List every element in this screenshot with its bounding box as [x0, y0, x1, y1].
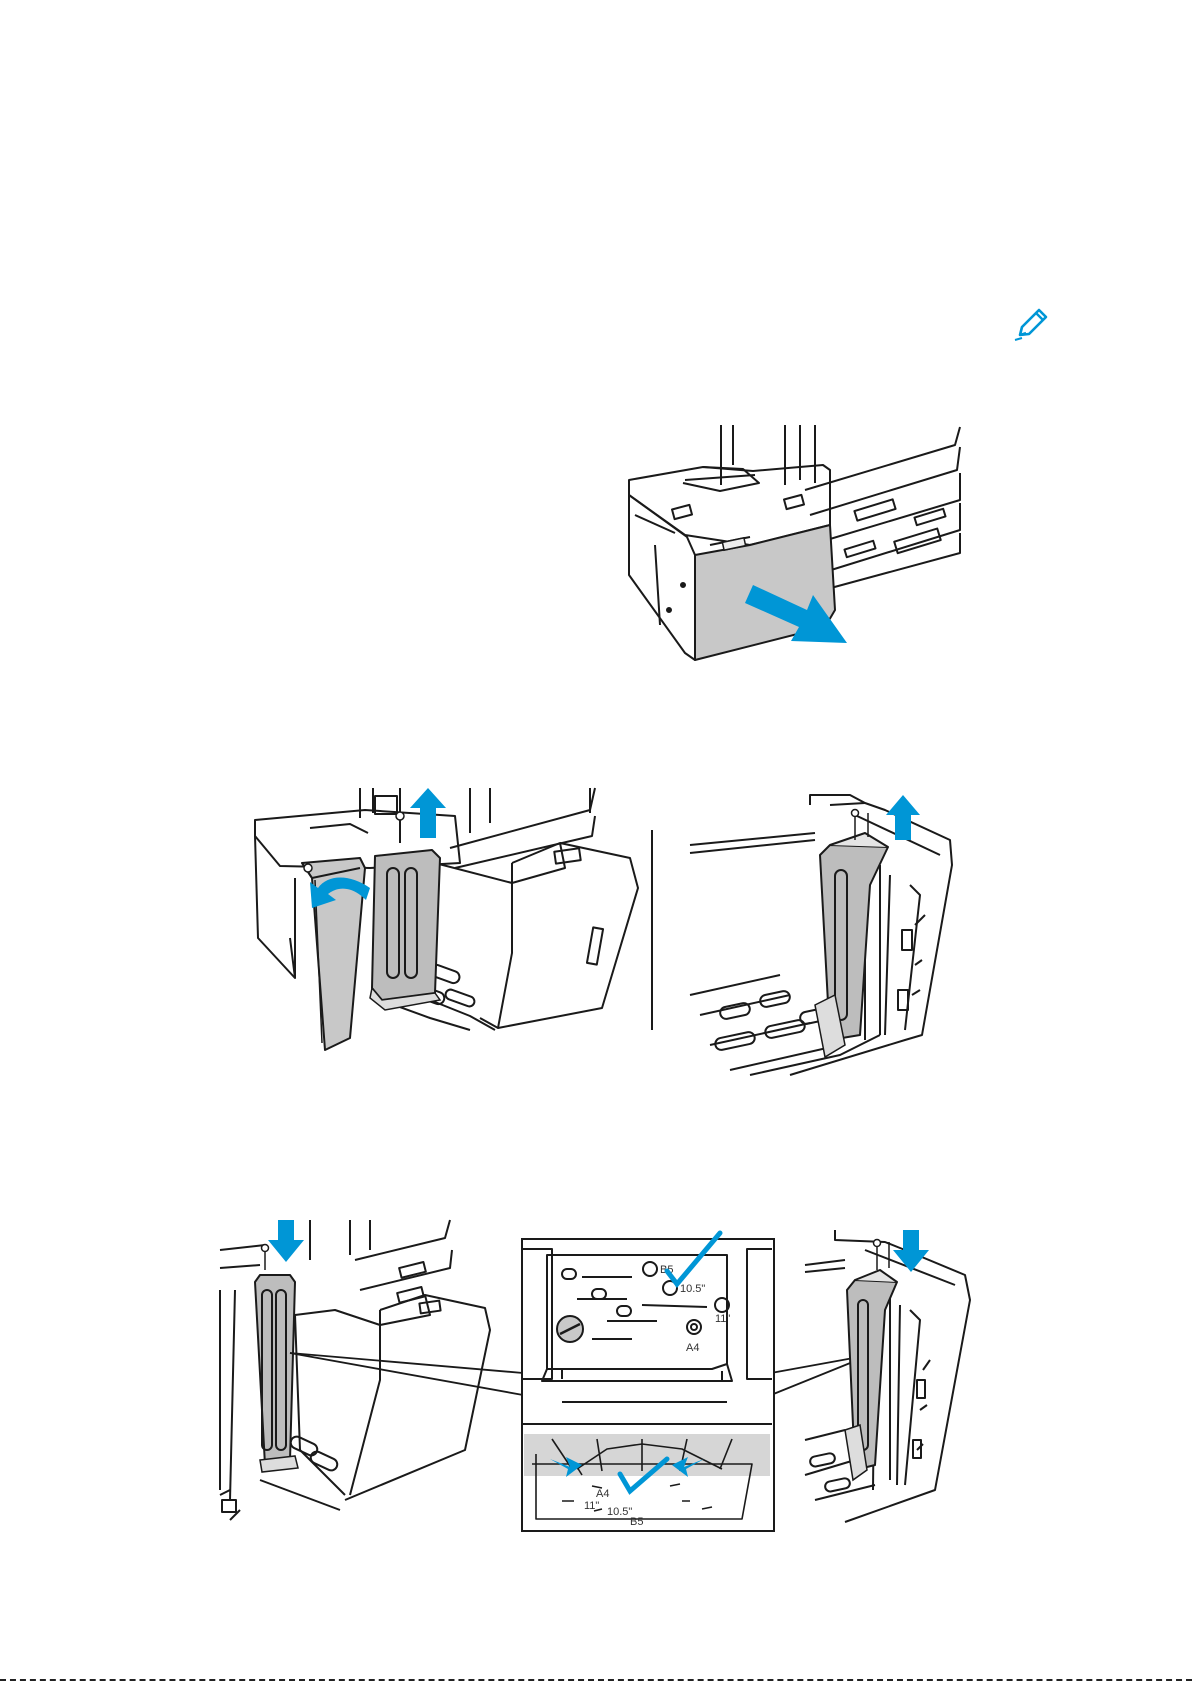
label-11-top: 11": [715, 1313, 730, 1325]
label-11-guide: 11": [584, 1500, 599, 1512]
label-b5-guide: B5: [630, 1516, 643, 1528]
label-10-5-top: 10.5": [680, 1283, 705, 1295]
figure-install-guide-closeup: [805, 1230, 995, 1525]
page-footer-rule: [0, 1679, 1192, 1681]
label-a4-guide: A4: [596, 1488, 609, 1500]
label-10-5-guide: 10.5": [607, 1506, 632, 1518]
label-a4-top: A4: [686, 1342, 699, 1354]
figure-size-positions-detail: B5 10.5" 11" A4 A4 11" 10.5" B5: [522, 1239, 772, 1529]
